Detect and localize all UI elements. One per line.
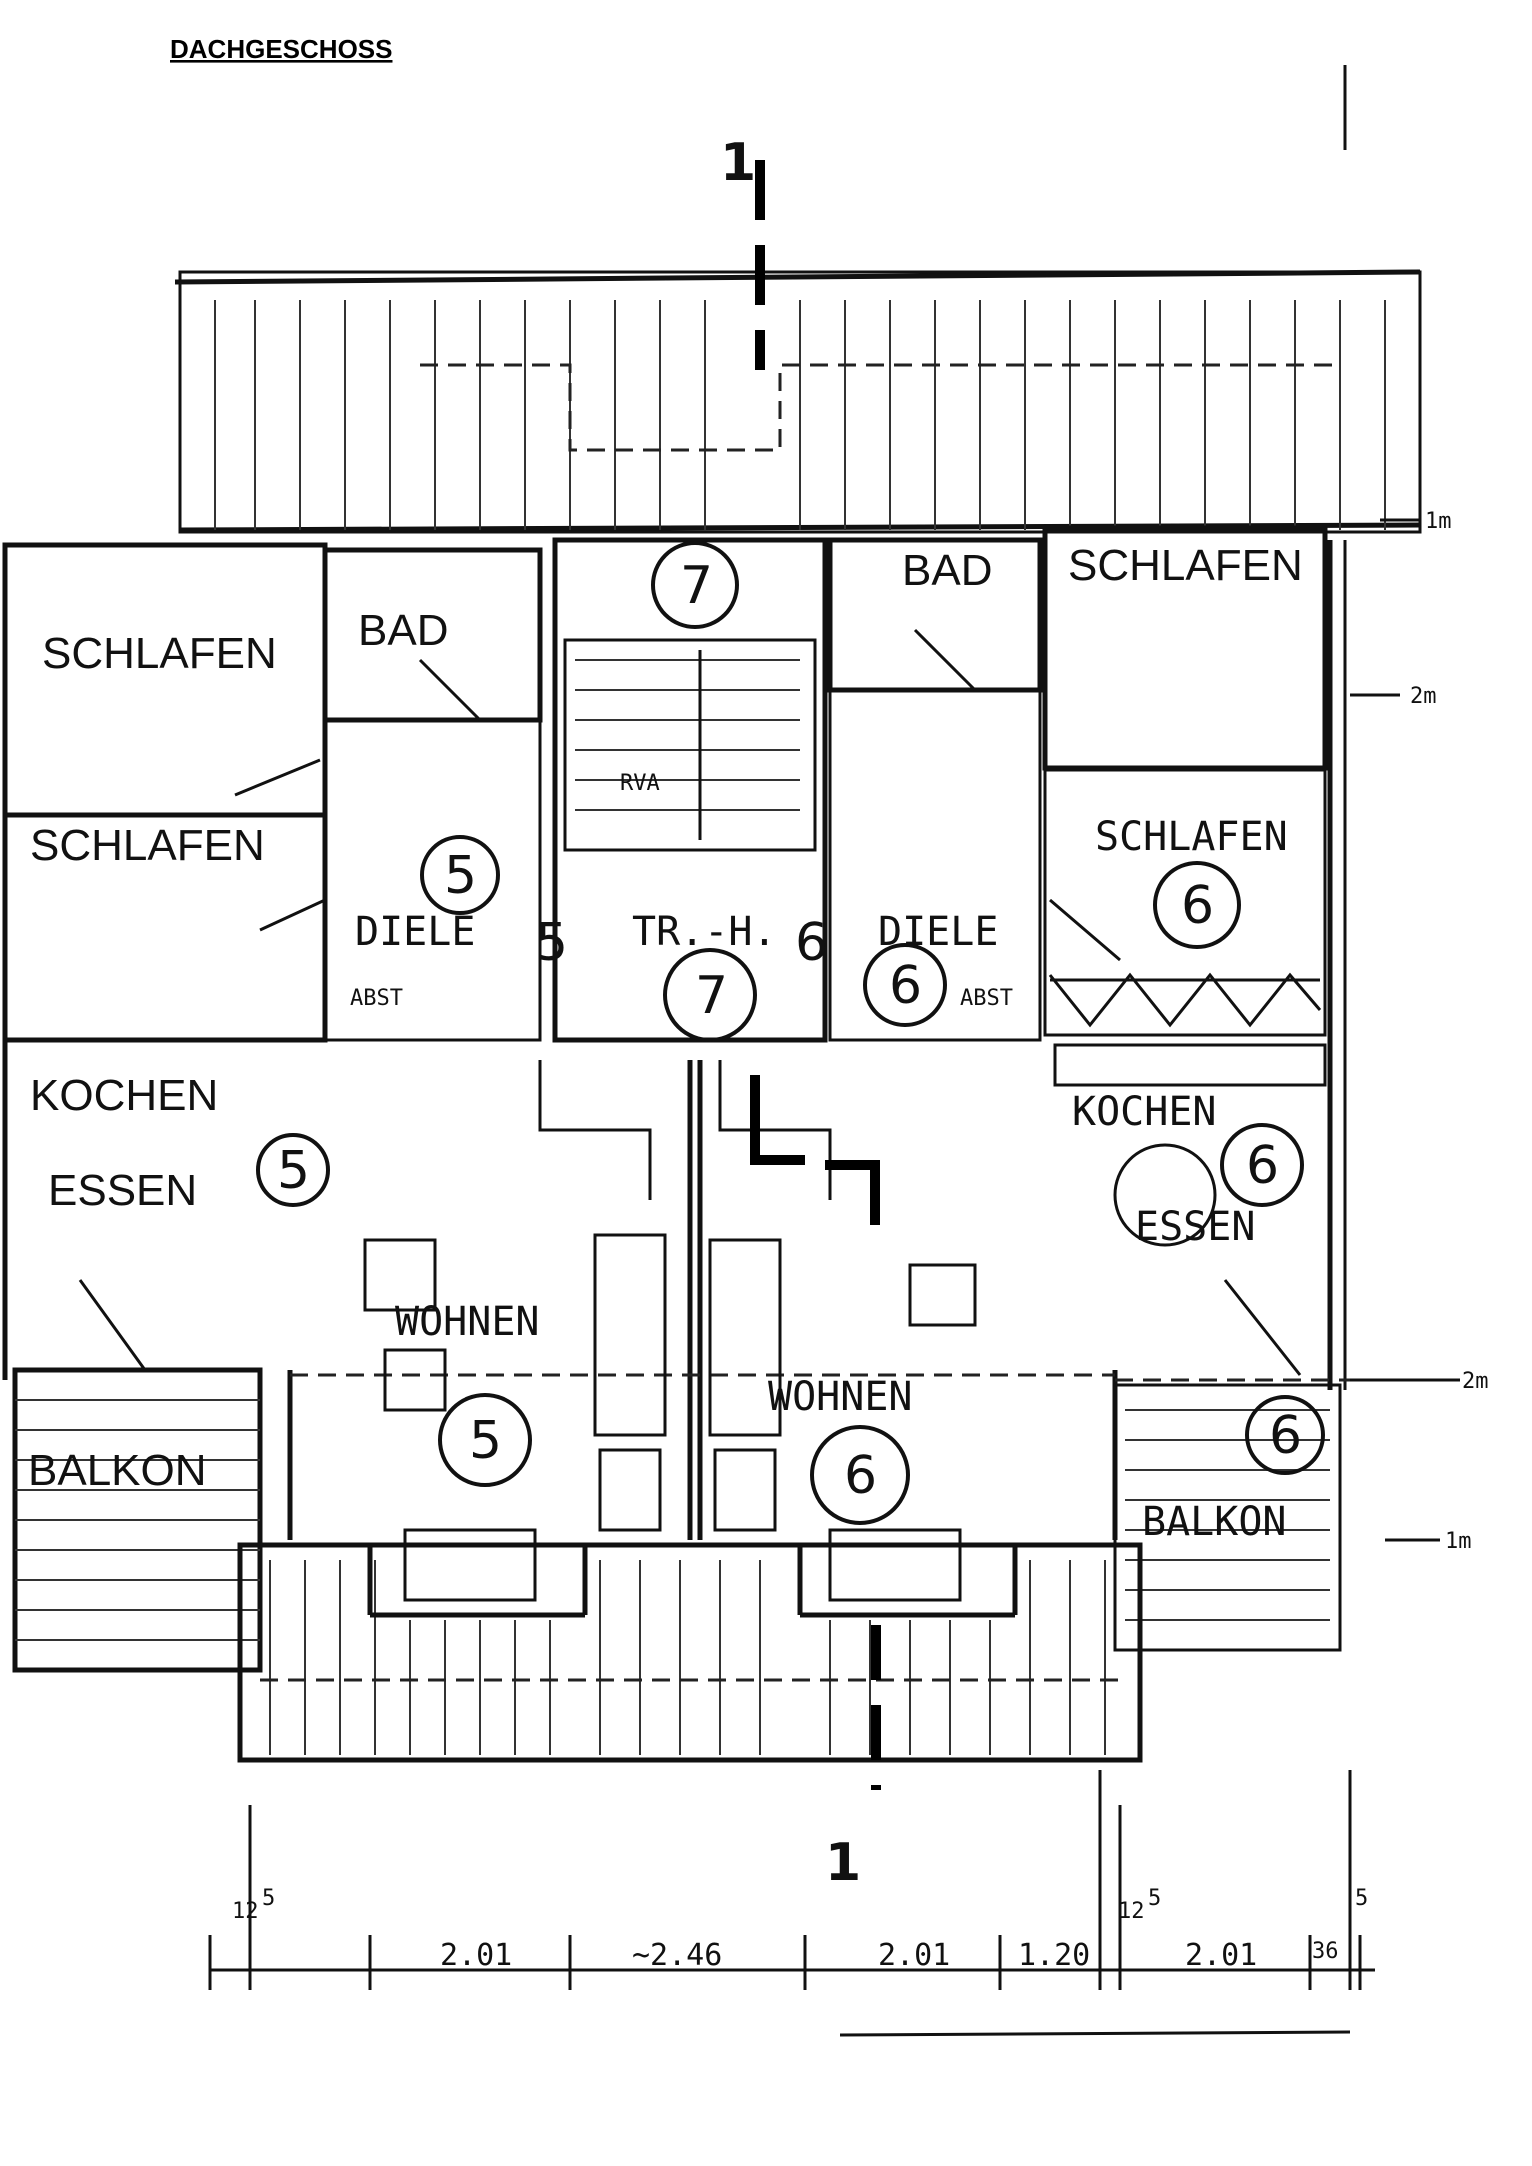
doors	[78, 628, 1302, 1376]
svg-text:5: 5	[469, 1411, 502, 1471]
section-mark-bottom: 1	[825, 1625, 881, 1893]
room-kochen-left: KOCHEN	[30, 1071, 218, 1120]
room-schlafen-4: SCHLAFEN	[1095, 814, 1288, 860]
svg-text:12: 12	[232, 1899, 259, 1924]
svg-text:1.20: 1.20	[1018, 1938, 1090, 1973]
roof-top	[174, 269, 1422, 534]
svg-text:12: 12	[1118, 1899, 1145, 1924]
room-diele-right: DIELE	[878, 909, 998, 955]
plan-title: DACHGESCHOSS	[170, 34, 392, 64]
room-schlafen-2: SCHLAFEN	[30, 821, 265, 870]
section-mark-top: 1	[720, 133, 765, 370]
dimension-line: 12 5 2.01 ~2.46 2.01 1.20 12 5 2.01 36 5	[208, 1770, 1375, 2037]
svg-text:6: 6	[1246, 1136, 1279, 1196]
room-essen-right: ESSEN	[1135, 1204, 1255, 1250]
balkon-left	[12, 1367, 263, 1673]
room-wohnen-right: WOHNEN	[768, 1374, 913, 1420]
svg-text:6: 6	[1181, 876, 1214, 936]
svg-text:5: 5	[535, 913, 568, 973]
unit-numbers: 7 7 5 6 5 6 5 5 6 6 6 6	[256, 541, 1325, 1525]
balkon-right	[1113, 1383, 1342, 1652]
room-bad-right: BAD	[902, 546, 992, 595]
svg-text:6: 6	[889, 956, 922, 1016]
room-balkon-left: BALKON	[28, 1446, 207, 1495]
svg-text:5: 5	[444, 846, 477, 906]
svg-text:1m: 1m	[1425, 509, 1452, 534]
room-kochen-right: KOCHEN	[1072, 1089, 1217, 1135]
room-schlafen-1: SCHLAFEN	[42, 629, 277, 678]
svg-text:1: 1	[720, 133, 756, 193]
room-diele-left: DIELE	[355, 909, 475, 955]
svg-text:1m: 1m	[1445, 1529, 1472, 1554]
svg-text:2m: 2m	[1462, 1369, 1489, 1394]
svg-text:5: 5	[262, 1886, 275, 1911]
svg-text:RVA: RVA	[620, 771, 660, 796]
svg-text:2.01: 2.01	[878, 1938, 950, 1973]
svg-text:2m: 2m	[1410, 684, 1437, 709]
svg-text:5: 5	[1355, 1886, 1368, 1911]
room-bad-left: BAD	[358, 606, 448, 655]
svg-text:1: 1	[825, 1833, 861, 1893]
furniture	[363, 972, 1327, 1602]
room-treppenhaus: TR.-H.	[632, 909, 777, 955]
svg-text:6: 6	[795, 913, 828, 973]
abst-right: ABST	[960, 986, 1013, 1011]
svg-text:~2.46: ~2.46	[632, 1938, 722, 1973]
svg-text:2.01: 2.01	[1185, 1938, 1257, 1973]
staircase: RVA	[575, 650, 800, 840]
svg-text:6: 6	[1269, 1406, 1302, 1466]
svg-text:5: 5	[1148, 1886, 1161, 1911]
svg-text:5: 5	[277, 1141, 310, 1201]
roof-bottom	[237, 1542, 1143, 1763]
svg-text:2.01: 2.01	[440, 1938, 512, 1973]
room-balkon-right: BALKON	[1142, 1499, 1287, 1545]
svg-text:6: 6	[844, 1446, 877, 1506]
svg-text:36: 36	[1312, 1939, 1339, 1964]
svg-text:7: 7	[695, 966, 728, 1026]
room-essen-left: ESSEN	[48, 1166, 197, 1215]
room-wohnen-left: WOHNEN	[395, 1299, 540, 1345]
room-schlafen-3: SCHLAFEN	[1068, 541, 1303, 590]
abst-left: ABST	[350, 986, 403, 1011]
building-walls	[2, 525, 1360, 1540]
right-markers: 1m 2m 2m 1m	[1350, 509, 1489, 1554]
svg-text:7: 7	[680, 556, 713, 616]
